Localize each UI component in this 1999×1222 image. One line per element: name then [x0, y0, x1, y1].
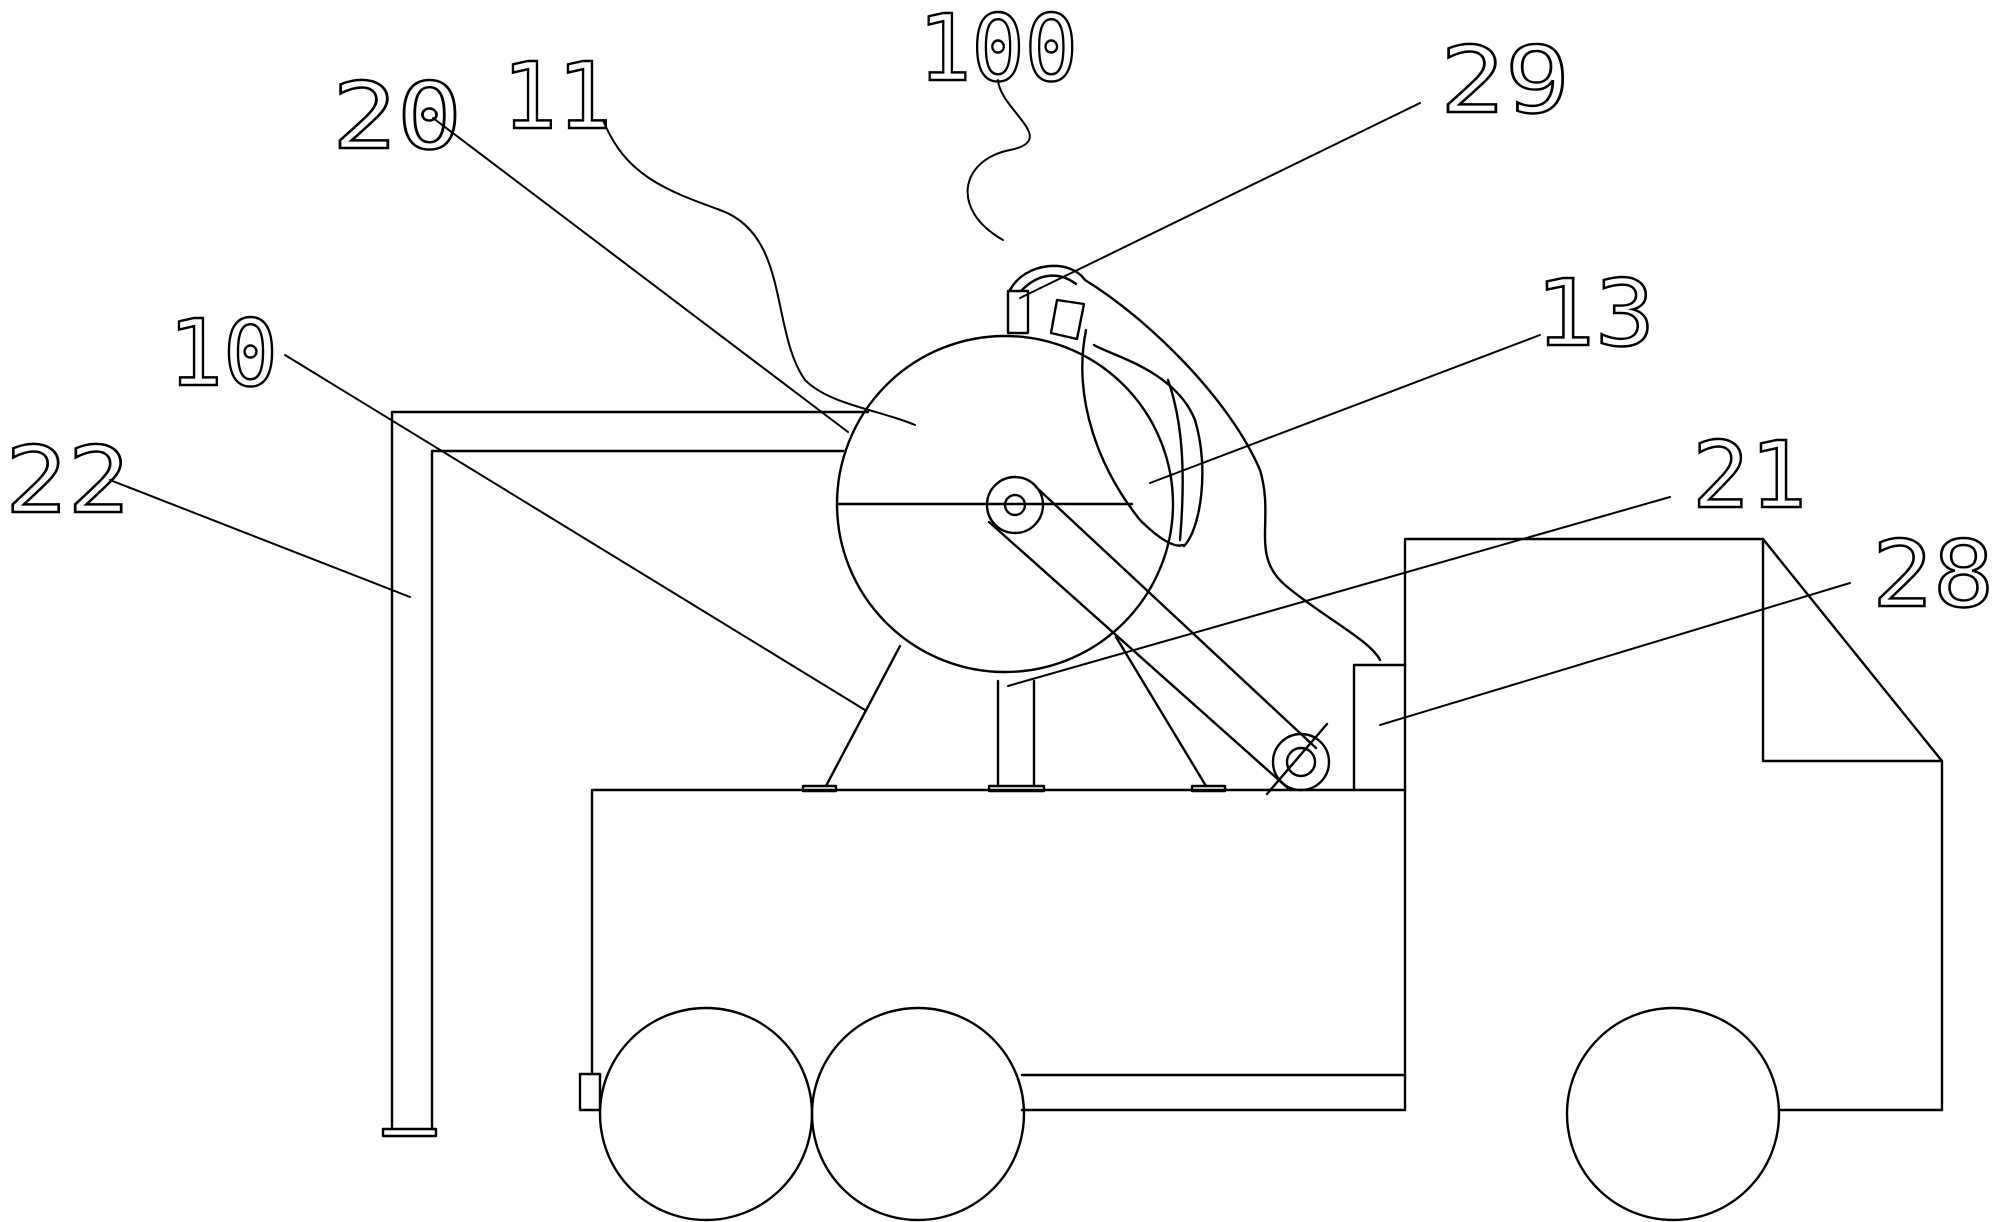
label-13: 13 — [1535, 260, 1655, 367]
leader-22 — [109, 479, 411, 598]
reference-numerals: 100 29 20 11 13 10 22 21 28 — [4, 0, 1995, 629]
support-right — [1114, 635, 1208, 788]
drum-door — [1081, 328, 1185, 547]
leader-100 — [966, 79, 1031, 241]
control-module — [1352, 663, 1407, 792]
wheel-rear-1 — [598, 1006, 814, 1222]
label-29: 29 — [1440, 27, 1570, 134]
wheel-rear-2 — [810, 1006, 1026, 1222]
drive-hub-outer — [985, 475, 1045, 535]
rear-bumper — [578, 1072, 602, 1112]
belt-lower — [987, 520, 1292, 792]
drive-hub-inner — [1003, 493, 1027, 517]
hose-inner — [1020, 274, 1078, 292]
label-21: 21 — [1692, 422, 1807, 529]
leader-13 — [1149, 334, 1541, 484]
drum-door-inner — [1092, 343, 1204, 548]
leader-29 — [1019, 102, 1421, 299]
angled-outlet-pipe — [1049, 298, 1086, 341]
belt-upper — [1034, 485, 1318, 750]
boom-outer — [390, 410, 870, 1131]
label-11: 11 — [502, 43, 612, 150]
support-left — [824, 644, 902, 788]
machine-drawing — [381, 264, 1944, 1222]
cargo-box — [590, 788, 1407, 1074]
leader-10 — [284, 354, 866, 711]
drum-door-hinge — [1166, 378, 1184, 542]
motor-pulley-axis — [1265, 722, 1329, 796]
boom-inner — [430, 449, 845, 1131]
leader-11 — [602, 119, 916, 426]
label-28: 28 — [1872, 521, 1994, 628]
truck-cab — [1403, 537, 1944, 1112]
cab-window — [1761, 537, 1944, 763]
label-10: 10 — [168, 300, 278, 407]
hose — [1008, 264, 1382, 662]
wheel-front — [1565, 1006, 1781, 1222]
leader-28 — [1379, 582, 1851, 726]
label-100: 100 — [918, 0, 1078, 102]
motor-pulley-outer — [1271, 732, 1331, 792]
leader-20 — [432, 117, 849, 433]
leader-lines — [109, 79, 1851, 726]
boom-foot-plate — [381, 1127, 438, 1138]
label-20: 20 — [332, 63, 462, 170]
leader-21 — [1007, 496, 1671, 687]
motor-pulley-inner — [1285, 746, 1317, 778]
top-outlet-pipe — [1006, 289, 1030, 335]
